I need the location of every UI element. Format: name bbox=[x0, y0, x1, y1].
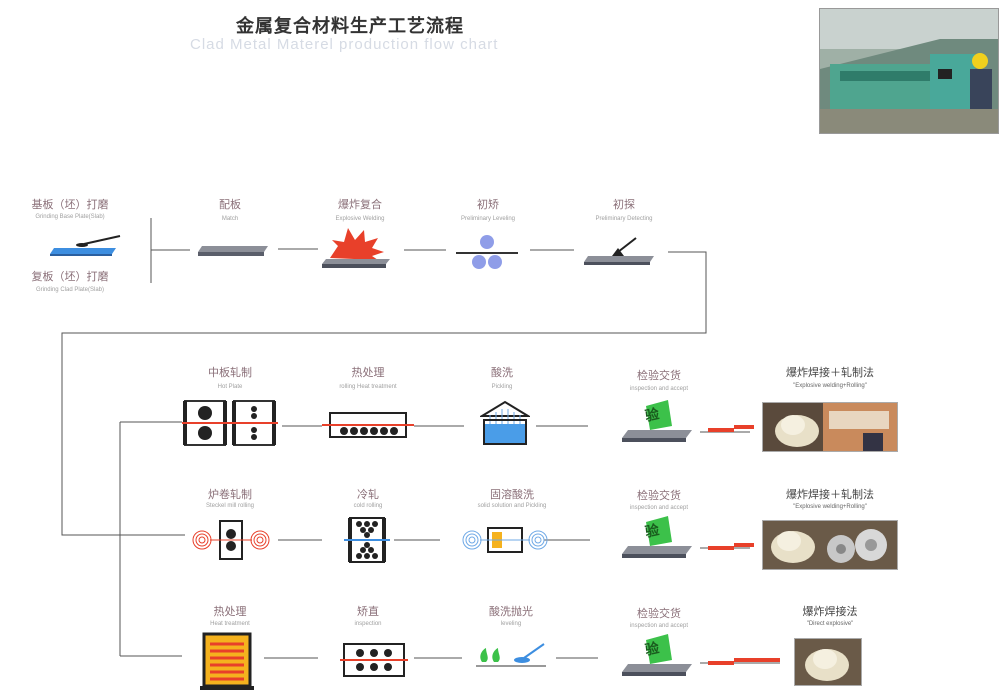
stamp-text-2: 验 bbox=[643, 522, 661, 541]
label-heat-treat-3: 热处理 bbox=[213, 605, 247, 618]
label-method-1: 爆炸焊接＋轧制法 bbox=[786, 366, 874, 379]
label-method-3: 爆炸焊接法 bbox=[802, 605, 858, 618]
label-pickle-polish-en: leveling bbox=[500, 621, 522, 627]
label-grind-base-en: Grinding Base Plate(Slab) bbox=[35, 214, 105, 220]
label-match-en: Match bbox=[221, 216, 239, 222]
label-inspect-2: 检验交货 bbox=[637, 489, 681, 502]
steckel-mill-icon bbox=[192, 520, 270, 560]
cold-rolling-icon bbox=[344, 517, 390, 563]
explosion-icon bbox=[322, 228, 390, 268]
heat-treat-furnace-icon bbox=[200, 632, 254, 690]
label-solid-solution-en: solid solution and Pickling bbox=[477, 503, 547, 509]
label-grind-clad-en: Grinding Clad Plate(Slab) bbox=[35, 287, 105, 293]
label-prelim-level: 初矫 bbox=[477, 198, 499, 211]
grinding-icon bbox=[50, 235, 121, 256]
stamp-text-1: 验 bbox=[643, 406, 661, 425]
hot-plate-mill-icon bbox=[182, 400, 278, 446]
polishing-icon bbox=[476, 643, 546, 667]
label-method-1-en: "Explosive welding+Rolling" bbox=[793, 383, 867, 389]
label-straighten-en: inspection bbox=[354, 621, 382, 627]
label-heat-treat-3-en: Heat treatment bbox=[210, 621, 250, 627]
label-inspect-1-en: inspection and accept bbox=[629, 386, 689, 392]
heat-furnace-icon bbox=[322, 412, 414, 438]
label-inspect-2-en: inspection and accept bbox=[629, 505, 689, 511]
label-cold-rolling: 冷轧 bbox=[357, 488, 379, 501]
label-method-2-en: "Explosive welding+Rolling" bbox=[793, 504, 867, 510]
label-inspect-3-en: inspection and accept bbox=[629, 623, 689, 629]
label-pickling: 酸洗 bbox=[491, 366, 513, 379]
label-inspect-1: 检验交货 bbox=[637, 369, 681, 382]
label-grind-base: 基板（坯）打磨 bbox=[31, 198, 109, 211]
label-heat-treat-1: 热处理 bbox=[351, 366, 385, 379]
label-heat-treat-1-en: rolling Heat treatment bbox=[339, 384, 397, 390]
label-steckel-en: Steckel mill rolling bbox=[205, 503, 254, 509]
label-straighten: 矫直 bbox=[357, 605, 379, 618]
label-method-3-en: "Direct explosive" bbox=[806, 621, 854, 627]
label-grind-clad: 复板（坯）打磨 bbox=[31, 270, 109, 283]
factory-photo bbox=[819, 8, 999, 134]
photo-method-2 bbox=[762, 520, 898, 570]
label-prelim-detect-en: Preliminary Detecting bbox=[595, 216, 653, 222]
label-steckel: 炉卷轧制 bbox=[208, 488, 252, 501]
label-hot-plate-en: Hot Plate bbox=[217, 384, 243, 390]
label-inspect-3: 检验交货 bbox=[637, 607, 681, 620]
label-explosive-en: Explosive Welding bbox=[335, 216, 385, 222]
title-cn: 金属复合材料生产工艺流程 bbox=[236, 16, 464, 37]
photo-method-1 bbox=[762, 402, 898, 452]
match-plate-icon bbox=[198, 246, 268, 256]
photo-method-3 bbox=[794, 638, 862, 686]
title-en: Clad Metal Materel production flow chart bbox=[190, 36, 499, 53]
stamp-text-3: 验 bbox=[643, 640, 661, 659]
label-hot-plate: 中板轧制 bbox=[208, 366, 252, 379]
label-pickle-polish: 酸洗抛光 bbox=[489, 605, 533, 618]
inspection-stamp-icon-3 bbox=[622, 634, 692, 676]
label-match: 配板 bbox=[219, 198, 241, 211]
inspection-stamp-icon-2 bbox=[622, 516, 692, 558]
inspection-stamp-icon-1 bbox=[622, 400, 692, 442]
label-pickling-en: Pickling bbox=[491, 384, 513, 390]
pickling-tank-icon bbox=[480, 400, 530, 445]
ultrasonic-detect-icon bbox=[584, 237, 654, 265]
solution-pickling-icon bbox=[462, 527, 548, 553]
label-prelim-level-en: Preliminary Leveling bbox=[460, 216, 516, 222]
label-explosive: 爆炸复合 bbox=[338, 198, 382, 211]
leveling-rollers-icon bbox=[456, 235, 518, 269]
label-prelim-detect: 初探 bbox=[613, 198, 635, 211]
straightener-icon bbox=[340, 643, 408, 677]
label-cold-rolling-en: cold rolling bbox=[353, 503, 383, 509]
label-method-2: 爆炸焊接＋轧制法 bbox=[786, 488, 874, 501]
label-solid-solution: 固溶酸洗 bbox=[490, 488, 534, 501]
